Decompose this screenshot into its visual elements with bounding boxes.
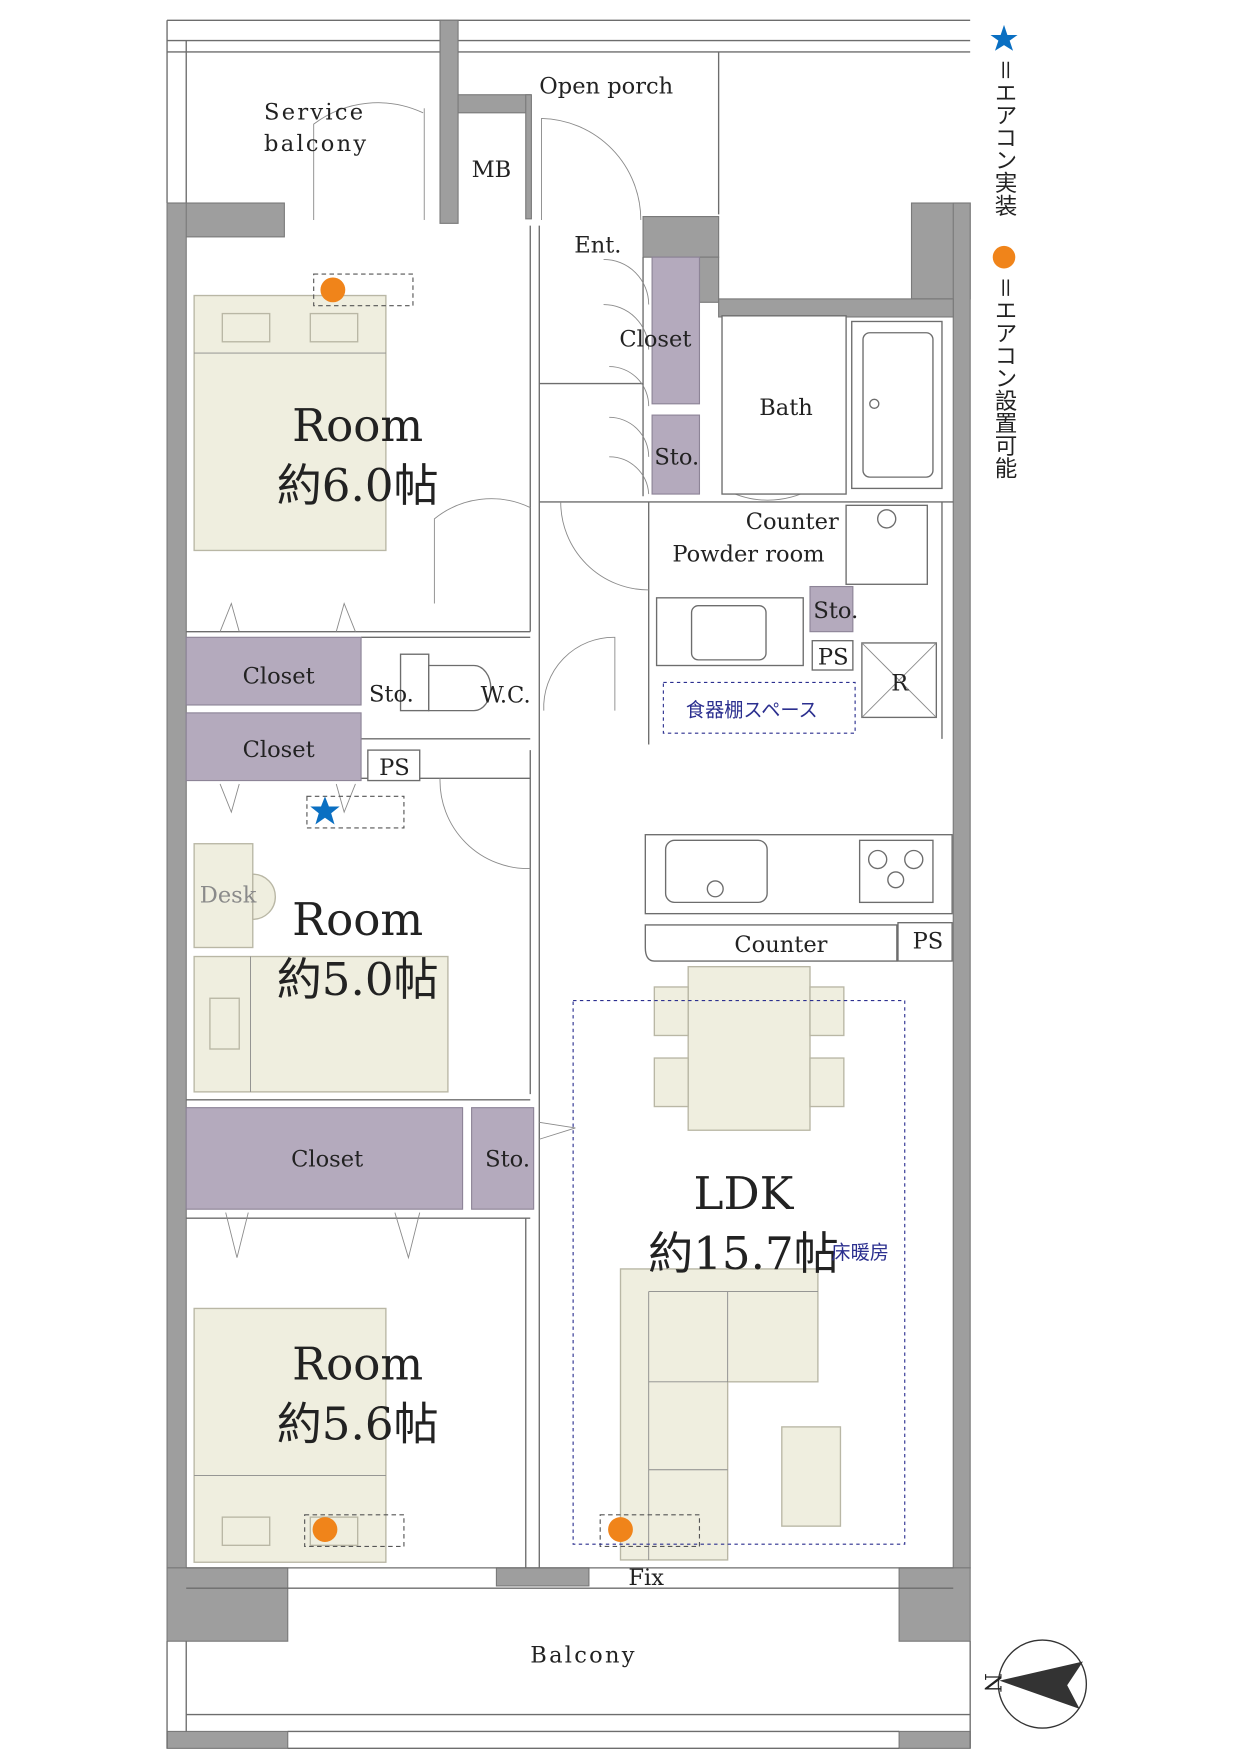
ps-label: PS bbox=[913, 929, 944, 955]
fix-window-label: Fix bbox=[628, 1565, 664, 1591]
closet-label: Closet bbox=[243, 664, 315, 690]
pantry-space-label: 食器棚スペース bbox=[686, 698, 818, 721]
counter-label: Counter bbox=[746, 509, 839, 535]
ac-installable-dot bbox=[312, 1517, 338, 1542]
storage-label: Sto. bbox=[654, 445, 699, 471]
bath-label: Bath bbox=[759, 395, 813, 421]
counter-label: Counter bbox=[734, 932, 827, 958]
room-size: 約5.0帖 bbox=[277, 953, 439, 1006]
room-name: Room bbox=[292, 1338, 423, 1391]
ac-installed-star bbox=[310, 796, 340, 825]
floor-heating-label: 床暖房 bbox=[831, 1241, 888, 1264]
powder-room-label: Powder room bbox=[672, 542, 824, 568]
wc-label: W.C. bbox=[481, 683, 531, 709]
desk-label: Desk bbox=[200, 882, 257, 908]
mb-label: MB bbox=[472, 157, 512, 183]
balcony-label: Balcony bbox=[530, 1643, 636, 1669]
north-label: N bbox=[979, 1673, 1005, 1693]
refrigerator-label: R bbox=[891, 670, 909, 696]
compass: N bbox=[979, 1639, 1088, 1729]
walls bbox=[166, 19, 971, 1749]
fixtures bbox=[399, 315, 953, 962]
legend-installed-text: ＝エアコン実装 bbox=[991, 59, 1017, 217]
closet-label: Closet bbox=[291, 1146, 363, 1172]
storage-label: Sto. bbox=[369, 682, 414, 708]
open-porch-label: Open porch bbox=[539, 74, 673, 100]
closet-label: Closet bbox=[619, 326, 691, 352]
room-size: 約5.6帖 bbox=[277, 1397, 439, 1450]
top-lines bbox=[166, 19, 971, 215]
furniture bbox=[193, 294, 845, 1563]
storage-label: Sto. bbox=[485, 1146, 530, 1172]
labels: Service balcony Open porch MB Ent. Close… bbox=[200, 74, 953, 1669]
storage-label: Sto. bbox=[813, 598, 858, 624]
ac-installable-dot bbox=[320, 277, 346, 303]
ps-label: PS bbox=[818, 644, 849, 670]
room-size: 約6.0帖 bbox=[277, 459, 439, 512]
legend: ＝エアコン実装 ＝エアコン設置可能 bbox=[990, 24, 1018, 480]
ldk-name: LDK bbox=[694, 1167, 795, 1220]
room-name: Room bbox=[292, 399, 423, 452]
entrance-label: Ent. bbox=[574, 233, 621, 259]
ldk-size: 約15.7帖 bbox=[648, 1227, 839, 1280]
ps-label: PS bbox=[379, 755, 410, 781]
service-balcony-label: balcony bbox=[264, 131, 368, 157]
legend-dot-icon bbox=[992, 245, 1016, 269]
partitions bbox=[166, 225, 971, 1750]
ac-installable-dot bbox=[608, 1517, 633, 1542]
closet-label: Closet bbox=[243, 737, 315, 763]
closets bbox=[185, 256, 854, 1210]
service-balcony-label: Service bbox=[264, 100, 365, 126]
dashed-zones bbox=[304, 273, 906, 1548]
ac-markers bbox=[310, 277, 633, 1542]
room-name: Room bbox=[292, 893, 423, 946]
legend-star-icon bbox=[990, 24, 1018, 51]
legend-installable-text: ＝エアコン設置可能 bbox=[991, 276, 1017, 479]
north-arrow-icon bbox=[999, 1661, 1083, 1709]
